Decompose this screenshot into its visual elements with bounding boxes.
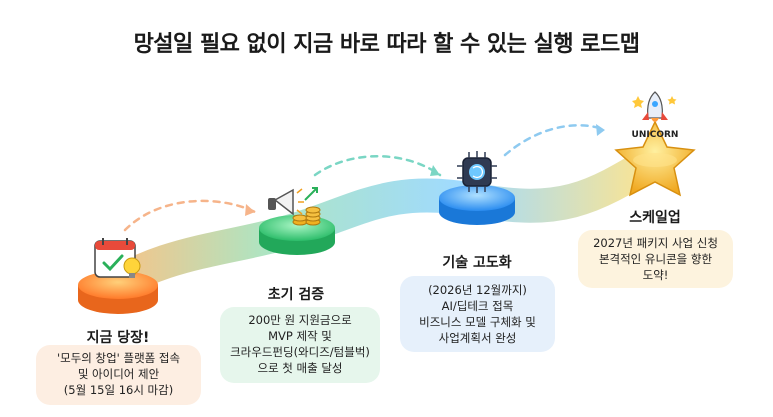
stage-3-line-4: 사업계획서 완성	[438, 331, 517, 345]
stage-4-card: 2027년 패키지 사업 신청 본격적인 유니콘을 향한 도약!	[578, 230, 733, 288]
stage-2-line-1: 200만 원 지원금으로	[248, 313, 352, 327]
stage-1-card: '모두의 창업' 플랫폼 접속 및 아이디어 제안 (5월 15일 16시 마감…	[36, 345, 201, 405]
road-path	[83, 143, 672, 312]
stage-2-line-4: 으로 첫 매출 달성	[257, 361, 343, 375]
stage-1-line-1: '모두의 창업' 플랫폼 접속	[56, 351, 181, 365]
stage-3-card: (2026년 12월까지) AI/딥테크 접목 비즈니스 모델 구체화 및 사업…	[400, 276, 555, 352]
stage-4-title: 스케일업	[629, 210, 681, 226]
arrow-2	[313, 155, 442, 177]
rocket-unicorn-star-icon	[632, 91, 677, 122]
calendar-check-bulb-icon	[94, 238, 141, 278]
stage-2-line-2: MVP 제작 및	[268, 329, 332, 343]
megaphone-coins-icon	[268, 187, 321, 226]
stage-3-title: 기술 고도화	[442, 255, 512, 271]
stage-3-line-1: (2026년 12월까지)	[428, 283, 527, 297]
stage-1-title: 지금 당장!	[86, 330, 150, 346]
stage-1-line-3: (5월 15일 16시 마감)	[63, 383, 174, 397]
unicorn-badge-text: UNICORN	[632, 130, 679, 140]
stage-1-line-2: 및 아이디어 제안	[77, 367, 160, 381]
stage-1-platform	[78, 271, 158, 314]
stage-2-title: 초기 검증	[267, 287, 325, 303]
stage-3-platform	[439, 185, 515, 225]
stage-2-card: 200만 원 지원금으로 MVP 제작 및 크라우드펀딩(와디즈/텀블벅) 으로…	[220, 307, 380, 383]
arrow-1	[123, 199, 257, 232]
stage-4-line-3: 도약!	[642, 268, 669, 282]
stage-3-line-2: AI/딥테크 접목	[441, 299, 514, 313]
stage-4-line-2: 본격적인 유니콘을 향한	[598, 252, 713, 266]
page-title: 망설일 필요 없이 지금 바로 따라 할 수 있는 실행 로드맵	[133, 32, 640, 57]
arrow-3	[503, 124, 607, 157]
stage-2-line-3: 크라우드펀딩(와디즈/텀블벅)	[230, 345, 370, 359]
stage-4-line-1: 2027년 패키지 사업 신청	[593, 236, 718, 250]
stage-4-platform	[614, 120, 696, 197]
ai-chip-brain-icon	[457, 151, 497, 193]
stage-3-line-3: 비즈니스 모델 구체화 및	[419, 315, 536, 329]
